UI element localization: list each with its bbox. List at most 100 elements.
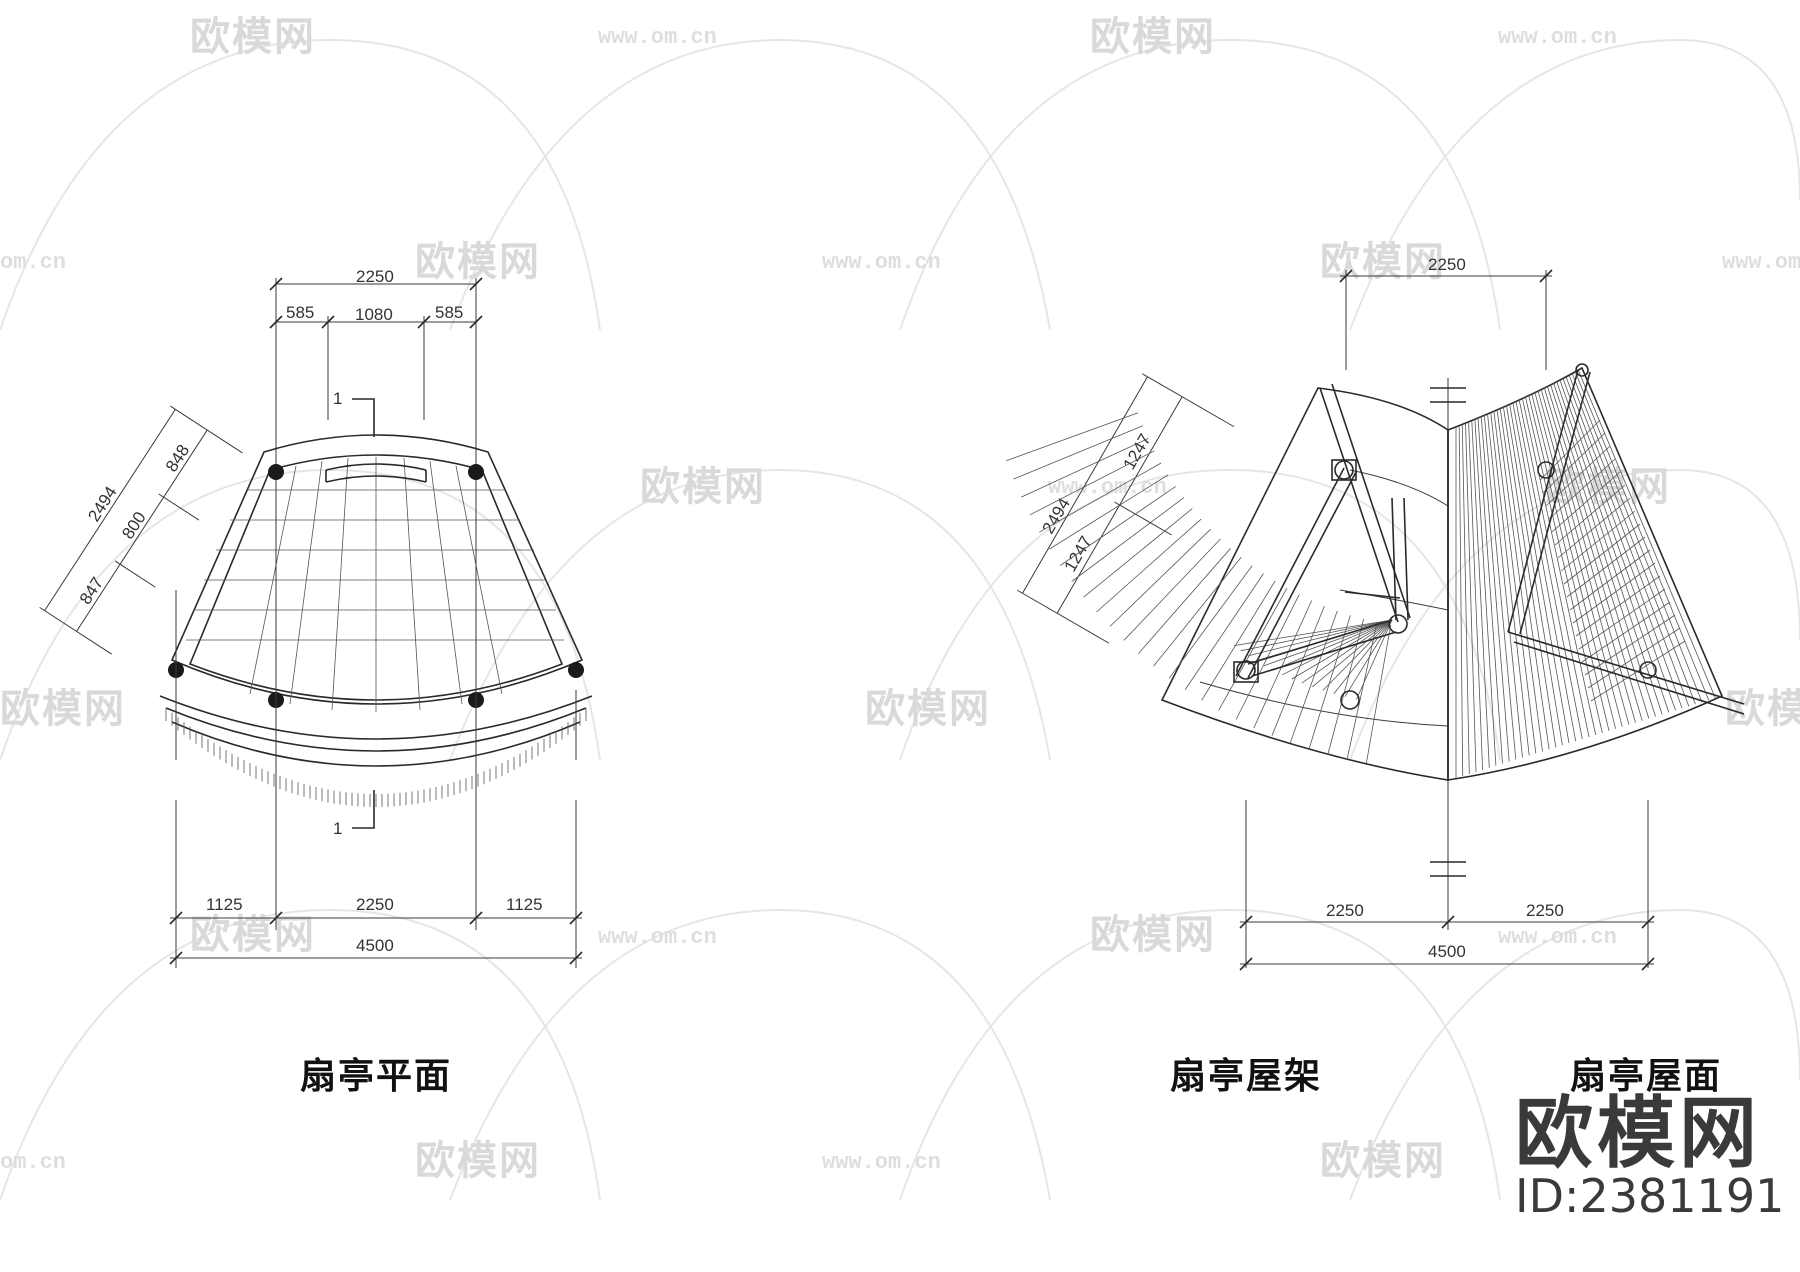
roof-dim-top: 2250 xyxy=(1428,255,1466,274)
roof-board xyxy=(1490,412,1530,756)
brand-logo-text: 欧模网 xyxy=(1515,1089,1761,1179)
plan-dim-bottom-left: 1125 xyxy=(206,895,243,914)
frame-rafter xyxy=(1366,624,1392,763)
plan-extension-lines xyxy=(175,480,577,968)
bench-slats xyxy=(165,708,587,807)
watermark-url: www.om.cn xyxy=(1498,925,1617,950)
roof-board xyxy=(1528,394,1610,731)
roof-board xyxy=(1575,372,1710,701)
roof-batten xyxy=(1572,562,1656,624)
roof-top-dimension: 2250 xyxy=(1339,255,1553,370)
roof-board xyxy=(1546,385,1650,719)
frame-rafter xyxy=(1218,587,1288,711)
roof-board xyxy=(1480,416,1510,762)
plan-bottom-dimension: 1125 2250 1125 4500 xyxy=(169,895,583,965)
watermark-url: www.om.cn xyxy=(1498,25,1617,50)
roof-board xyxy=(1518,398,1590,738)
roof-batten xyxy=(1554,484,1626,546)
watermark-url: www.om.cn xyxy=(822,1150,941,1175)
roof-board xyxy=(1521,397,1597,736)
watermark-url: www.om.cn xyxy=(822,250,941,275)
roof-batten xyxy=(1542,432,1606,494)
plan-dim-top-middle: 1080 xyxy=(355,305,393,324)
roof-frame-caption: 扇亭屋架 xyxy=(1170,1056,1322,1097)
roof-board xyxy=(1502,406,1557,748)
frame-strut xyxy=(1356,619,1393,700)
roof-board xyxy=(1578,371,1716,699)
frame-rafter xyxy=(1029,450,1155,516)
frame-rafter xyxy=(1123,538,1221,641)
watermark-url: www.om.cn xyxy=(598,25,717,50)
frame-rafter xyxy=(1039,462,1162,533)
plan-dim-side-overall: 2494 xyxy=(84,483,121,525)
roof-batten xyxy=(1560,510,1636,572)
roof-surface xyxy=(1447,363,1745,781)
watermark-brand: 欧模网 xyxy=(865,686,991,732)
brand-block: 欧模网 ID:2381191 xyxy=(1515,1089,1784,1223)
roof-boards xyxy=(1455,371,1716,778)
watermark-brand: 欧模网 xyxy=(190,14,316,60)
plan-dim-side-c: 847 xyxy=(76,574,107,608)
roof-batten xyxy=(1578,588,1666,650)
floor-grid xyxy=(186,457,564,712)
frame-strut xyxy=(1312,619,1393,688)
frame-strut xyxy=(1247,619,1393,657)
plan-dim-bottom-right: 1125 xyxy=(506,895,543,914)
plan-dim-bottom-middle: 2250 xyxy=(356,895,394,914)
frame-rafter xyxy=(1006,412,1139,462)
column xyxy=(568,662,584,678)
roof-surface-caption: 扇亭屋面 xyxy=(1570,1056,1722,1097)
roof-board xyxy=(1515,400,1583,740)
watermark-brand: 欧模网 xyxy=(1725,686,1800,732)
watermark-brand: 欧模网 xyxy=(640,464,766,510)
roof-board xyxy=(1461,425,1470,774)
plan-dim-bottom-overall: 4500 xyxy=(356,936,394,955)
roof-board xyxy=(1534,391,1623,727)
frame-rafter xyxy=(1201,580,1276,701)
watermark-brand: 欧模网 xyxy=(415,239,541,285)
roof-board xyxy=(1496,409,1543,752)
roof-batten xyxy=(1557,497,1631,559)
roof-board xyxy=(1569,375,1696,705)
roof-batten xyxy=(1566,536,1646,598)
watermark-layer: 欧模网 欧模网 欧模网 欧模网 欧模网 欧模网 欧模网 欧模网 欧模网 欧模网 … xyxy=(0,14,1800,1201)
plan-dim-top-right: 585 xyxy=(435,303,463,322)
watermark-url: om.cn xyxy=(0,250,66,275)
roof-board xyxy=(1550,384,1656,717)
frame-rafter xyxy=(1289,610,1338,743)
roof-bottom-dimension: 2250 2250 4500 xyxy=(1239,901,1655,971)
roof-board xyxy=(1487,413,1523,758)
roof-board xyxy=(1524,396,1603,733)
watermark-brand: 欧模网 xyxy=(1320,1138,1446,1184)
frame-strut xyxy=(1333,619,1393,694)
plan-dim-top-overall: 2250 xyxy=(356,267,394,286)
roof-board xyxy=(1468,422,1483,770)
roof-view: 2250 2494 1247 1247 xyxy=(1006,255,1745,1097)
roof-board xyxy=(1458,426,1464,777)
section-marker-top: 1 xyxy=(333,389,375,437)
frame-rafter xyxy=(1021,438,1149,498)
section-marker-label: 1 xyxy=(333,389,342,408)
frame-rafter xyxy=(1271,605,1325,736)
roof-board xyxy=(1537,390,1630,725)
roof-board xyxy=(1556,381,1670,713)
frame-strut xyxy=(1233,619,1393,646)
roof-dim-bottom-right: 2250 xyxy=(1526,901,1564,920)
watermark-brand: 欧模网 xyxy=(1090,14,1216,60)
roof-board xyxy=(1465,423,1477,772)
watermark-brand: 欧模网 xyxy=(190,912,316,958)
frame-rafter xyxy=(1109,528,1211,627)
brand-id: ID:2381191 xyxy=(1515,1169,1784,1223)
roof-batten xyxy=(1587,627,1681,689)
frame-strut xyxy=(1301,619,1393,684)
watermark-brand: 欧模网 xyxy=(0,686,126,732)
frame-rafter xyxy=(1096,518,1202,613)
watermark-url: www.om.cn xyxy=(1722,250,1800,275)
roof-batten xyxy=(1551,471,1621,533)
frame-rafter xyxy=(1013,425,1144,480)
roof-board xyxy=(1543,387,1643,721)
plan-dim-side-a: 848 xyxy=(162,441,193,475)
plan-view: 2250 585 1080 585 1 2494 847 800 848 xyxy=(39,267,593,1097)
frame-rafter xyxy=(1253,600,1313,729)
